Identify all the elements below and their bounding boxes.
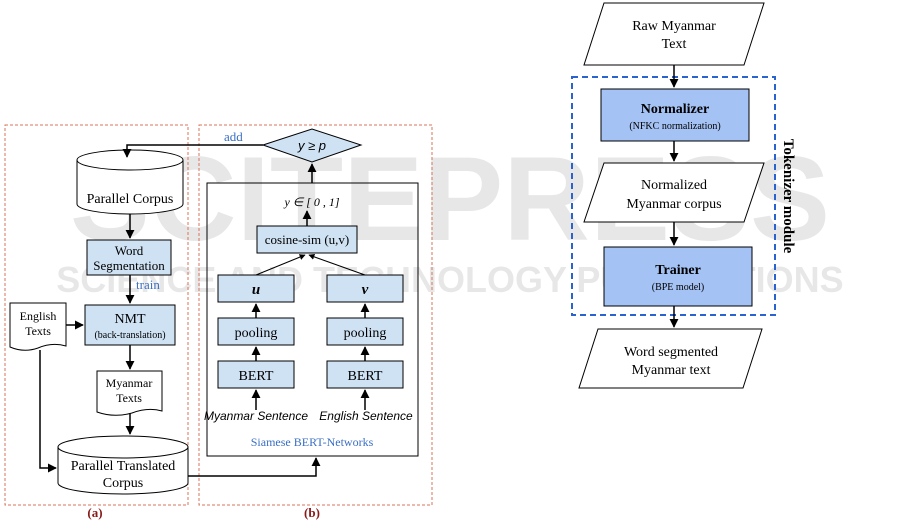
pooling-left-label: pooling [235,326,278,341]
u-node: u [217,274,295,303]
panel-b-thin-arrows [255,253,366,276]
v-node: v [326,274,404,303]
panel-b-label: (b) [304,505,320,520]
pooling-right-node: pooling [326,317,404,346]
english-texts-node: English Texts [9,302,67,351]
u-label: u [252,282,260,298]
bert-right-node: BERT [326,360,404,389]
english-texts-line1: English [20,309,57,323]
panel-a-arrows [39,214,135,473]
pooling-right-label: pooling [344,326,387,341]
nmt-node: NMT (back-translation) [84,304,176,346]
input-left-label: Myanmar Sentence [204,409,308,423]
bert-left-label: BERT [239,369,274,384]
parallel-translated-line2: Corpus [103,476,143,491]
v-label: v [362,282,369,298]
normalizer-sublabel: (NFKC normalization) [629,121,720,132]
add-label: add [224,129,243,144]
trainer-node: Trainer (BPE model) [603,246,753,307]
parallel-translated-corpus-node: Parallel Translated Corpus [57,435,189,495]
input-right-label: English Sentence [319,409,413,423]
tokenizer-module-label: Tokenizer module [780,139,796,254]
trainer-sublabel: (BPE model) [652,282,705,293]
panel-a-frame [4,124,189,506]
normalized-corpus-node: Normalized Myanmar corpus [583,162,765,223]
english-texts-line2: Texts [25,324,51,338]
panel-a-label: (a) [87,505,102,520]
condition-label: y ≥ p [297,138,326,153]
word-segmentation-line2: Segmentation [93,258,165,273]
siamese-network-label: Siamese BERT-Networks [251,435,374,449]
normalized-line1: Normalized [641,178,707,193]
output-range: y ∈ [ 0 , 1] [283,195,339,209]
myanmar-texts-line2: Texts [116,391,142,405]
myanmar-texts-node: Myanmar Texts [96,370,163,416]
bert-left-node: BERT [217,360,295,389]
cosine-sim-node: cosine-sim (u,v) [256,225,358,254]
output-line2: Myanmar text [632,363,711,378]
parallel-corpus-node: Parallel Corpus [76,149,184,215]
raw-text-node: Raw Myanmar Text [583,2,765,66]
raw-text-line1: Raw Myanmar [632,19,716,34]
raw-text-line2: Text [662,37,687,52]
bert-right-label: BERT [348,369,383,384]
word-segmentation-node: Word Segmentation [86,239,172,276]
panel-b-arrows [122,144,370,477]
normalized-line2: Myanmar corpus [626,197,721,212]
word-segmentation-line1: Word [115,243,144,258]
pooling-left-node: pooling [217,317,295,346]
train-label: train [136,277,160,292]
myanmar-texts-line1: Myanmar [106,376,153,390]
parallel-translated-line1: Parallel Translated [71,459,176,474]
output-line1: Word segmented [624,345,718,360]
normalizer-node: Normalizer (NFKC normalization) [600,88,750,142]
output-text-node: Word segmented Myanmar text [578,328,763,389]
cosine-sim-label: cosine-sim (u,v) [265,232,349,247]
nmt-label: NMT [114,312,146,327]
decision-node: y ≥ p [261,128,363,163]
parallel-corpus-label: Parallel Corpus [87,192,174,207]
trainer-label: Trainer [655,263,701,278]
panel-b-frame [198,124,433,506]
normalizer-label: Normalizer [641,102,709,117]
nmt-sublabel: (back-translation) [94,330,165,341]
